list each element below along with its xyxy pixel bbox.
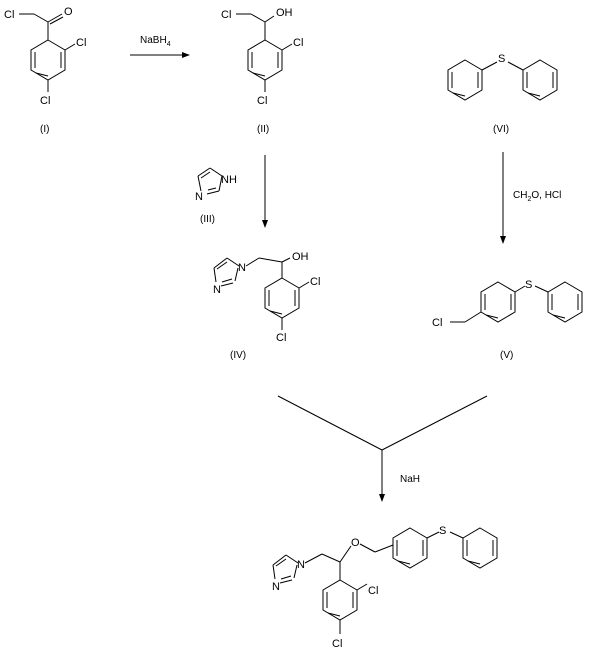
compound-label-iv: (IV) — [230, 350, 246, 361]
compound-label-ii: (II) — [257, 124, 269, 135]
compound-vi: S (VI) — [447, 53, 558, 135]
reagent-ch: CH — [513, 190, 527, 201]
arrow-coupling: NaH — [277, 395, 488, 502]
atom-n: N — [213, 284, 221, 296]
atom-cl: Cl — [368, 585, 378, 597]
atom-n: N — [195, 191, 203, 203]
atom-cl: Cl — [40, 95, 50, 107]
atom-cl: Cl — [293, 37, 303, 49]
atom-n: N — [238, 262, 246, 274]
compound-iii: NH N (III) — [195, 167, 237, 225]
reagent-rest: O, HCl — [531, 190, 561, 201]
compound-iv: N N OH Cl Cl (IV) — [213, 251, 320, 361]
atom-oh: OH — [276, 7, 293, 19]
atom-nh: NH — [221, 174, 237, 186]
atom-s: S — [439, 525, 446, 537]
atom-s: S — [498, 53, 505, 65]
atom-cl: Cl — [4, 9, 14, 21]
atom-cl: Cl — [257, 95, 267, 107]
atom-cl: Cl — [76, 37, 86, 49]
atom-cl: Cl — [221, 9, 231, 21]
atom-oh: OH — [292, 251, 309, 263]
reagent-ch-sub: 2 — [527, 196, 531, 203]
reagent-ch2o-hcl: CH2O, HCl — [513, 190, 561, 203]
reagent-nabh4-sub: 4 — [167, 41, 171, 48]
compound-label-v: (V) — [500, 350, 513, 361]
atom-s: S — [525, 279, 532, 291]
arrow-chloromethylation: CH2O, HCl — [500, 152, 561, 244]
compound-label-i: (I) — [40, 124, 49, 135]
compound-v: S Cl (V) — [432, 279, 583, 361]
reagent-nabh4: NaBH4 — [140, 35, 171, 48]
atom-cl: Cl — [310, 276, 320, 288]
atom-cl: Cl — [276, 332, 286, 344]
atom-n: N — [272, 581, 280, 593]
atom-cl: Cl — [432, 317, 442, 329]
compound-ii: OH Cl Cl Cl (II) — [221, 7, 303, 135]
atom-o: O — [64, 6, 73, 18]
arrow-reduction: NaBH4 — [130, 35, 190, 58]
compound-label-iii: (III) — [200, 214, 215, 225]
reagent-nabh4-main: NaBH — [140, 35, 167, 46]
compound-i: O Cl Cl Cl (I) — [4, 6, 86, 135]
atom-cl: Cl — [332, 638, 342, 650]
atom-n: N — [297, 559, 305, 571]
atom-o: O — [351, 537, 360, 549]
reagent-nah: NaH — [400, 474, 420, 485]
arrow-imidazole — [262, 155, 268, 228]
product-compound: N N O S Cl Cl — [272, 525, 498, 650]
compound-label-vi: (VI) — [493, 124, 509, 135]
